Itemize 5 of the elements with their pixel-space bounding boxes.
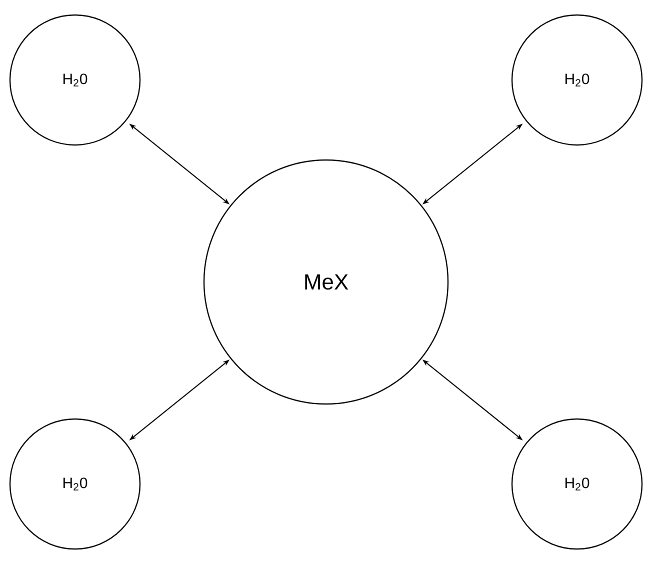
circle-node: H$_{2}$0 xyxy=(511,418,643,550)
circle-node: MeX xyxy=(203,159,449,405)
circle-node: H$_{2}$0 xyxy=(9,14,141,146)
circle-node: H$_{2}$0 xyxy=(511,14,643,146)
circle-node: H$_{2}$0 xyxy=(9,418,141,550)
